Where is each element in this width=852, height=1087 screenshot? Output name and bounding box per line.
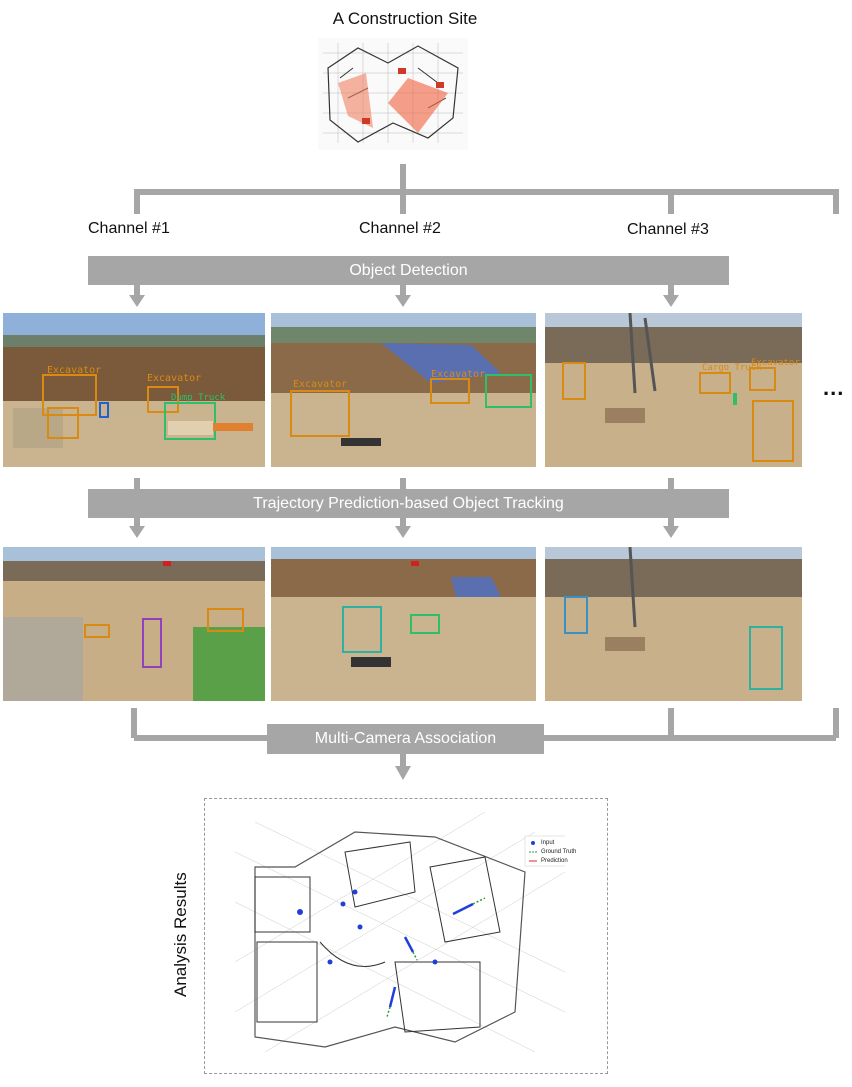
object-tracking-stage: Trajectory Prediction-based Object Track… bbox=[88, 489, 729, 518]
tracking-image-channel-3 bbox=[545, 547, 802, 701]
det-label: Cargo Truck bbox=[702, 363, 762, 373]
object-detection-stage: Object Detection bbox=[88, 256, 729, 285]
detection-image-channel-3: Cargo Truck Excavator bbox=[545, 313, 802, 467]
legend-input: Input bbox=[541, 840, 555, 846]
more-channels-ellipsis: ... bbox=[823, 375, 845, 400]
channel-1-label: Channel #1 bbox=[88, 220, 170, 237]
channel-2-label: Channel #2 bbox=[359, 220, 441, 237]
det-label: Excavator bbox=[751, 358, 800, 368]
det-label: Excavator bbox=[431, 369, 486, 380]
page-title: A Construction Site bbox=[332, 9, 478, 28]
detection-image-channel-1: Excavator Excavator Dump Truck bbox=[3, 313, 265, 467]
analysis-results-panel bbox=[204, 798, 608, 1074]
det-label: Excavator bbox=[293, 379, 348, 390]
tracking-image-channel-1 bbox=[3, 547, 265, 701]
analysis-floor-plan bbox=[235, 812, 565, 1053]
detection-image-channel-2: Excavator Excavator bbox=[271, 313, 536, 467]
multi-camera-association-stage: Multi-Camera Association bbox=[267, 724, 544, 754]
legend-prediction: Prediction bbox=[541, 858, 568, 864]
det-label: Excavator bbox=[147, 373, 202, 384]
legend-ground-truth: Ground Truth bbox=[541, 849, 577, 855]
tracking-image-channel-2 bbox=[271, 547, 536, 701]
site-map bbox=[318, 38, 468, 150]
channel-3-label: Channel #3 bbox=[627, 221, 709, 238]
analysis-results-label: Analysis Results bbox=[171, 872, 190, 997]
det-label: Excavator bbox=[47, 365, 102, 376]
det-label: Dump Truck bbox=[171, 393, 226, 403]
